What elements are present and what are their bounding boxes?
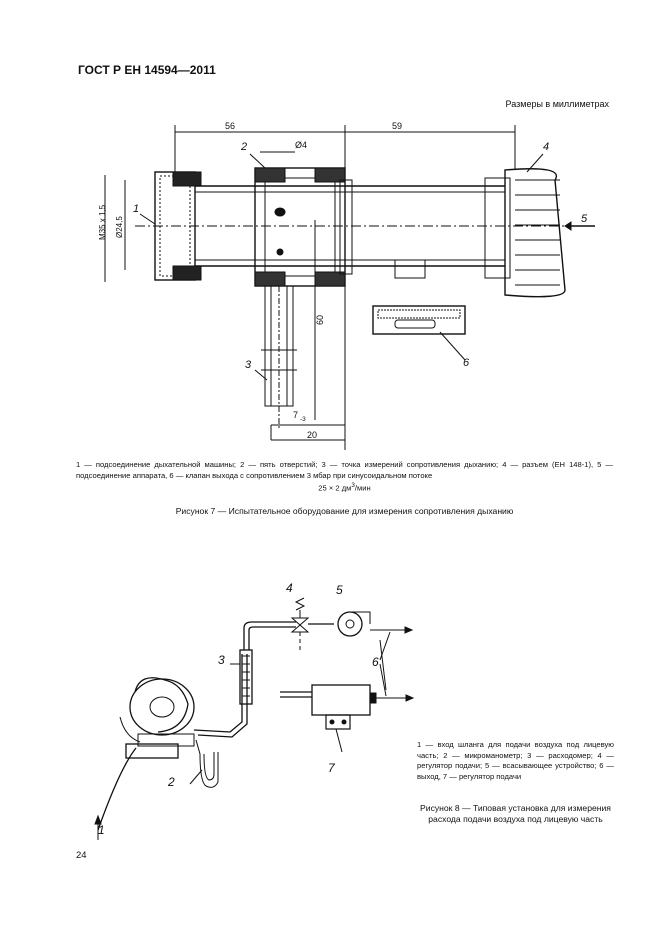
fig8-label-3: 3 [218, 653, 225, 667]
figure-8-drawing: 1 2 3 4 5 6 7 [94, 581, 415, 840]
figure-7-legend-flow: 25 × 2 дм [318, 483, 352, 493]
document-header: ГОСТ Р ЕН 14594—2011 [78, 63, 216, 77]
dim-m35-label: M35 x 1,5 [98, 204, 107, 240]
fig7-label-5: 5 [581, 213, 588, 225]
dim-60-label: 60 [315, 315, 325, 325]
figure-8-title: Рисунок 8 — Типовая установка для измере… [420, 803, 611, 825]
fig8-label-4: 4 [286, 581, 293, 595]
fig8-label-1: 1 [98, 823, 105, 837]
page-number: 24 [76, 850, 87, 861]
fig7-label-6: 6 [463, 357, 470, 369]
fig7-label-4: 4 [543, 141, 549, 153]
fig8-label-6: 6 [372, 655, 379, 669]
fig8-label-5: 5 [336, 583, 343, 597]
dim-56-label: 56 [225, 121, 235, 131]
fig7-label-1: 1 [133, 203, 139, 215]
dim-d245-label: Ø24,5 [115, 216, 124, 238]
figure-7-legend-flow-unit: /мин [354, 483, 371, 493]
fig7-label-3: 3 [245, 359, 252, 371]
figure-8-legend: 1 — вход шланга для подачи воздуха под л… [417, 740, 614, 781]
figure-7-drawing: 56 59 Ø4 60 7 -3 20 M35 x 1,5 Ø24,5 [98, 121, 595, 450]
units-note: Размеры в миллиметрах [505, 99, 609, 109]
figure-7-legend-text: 1 — подсоединение дыхательной машины; 2 … [76, 460, 613, 480]
fig8-label-2: 2 [167, 775, 175, 789]
fig7-label-2: 2 [240, 141, 247, 153]
dim-d4-label: Ø4 [295, 140, 307, 150]
dim-20-label: 20 [307, 430, 317, 440]
dim-7-sub: -3 [300, 416, 306, 423]
figure-7-legend-flow-sup: 3 [351, 482, 355, 489]
dim-7-label: 7 [293, 410, 298, 420]
fig8-label-7: 7 [328, 761, 336, 775]
figure-7-title: Рисунок 7 — Испытательное оборудование д… [175, 506, 514, 516]
figure-7-legend: 1 — подсоединение дыхательной машины; 2 … [76, 460, 613, 494]
dim-59-label: 59 [392, 121, 402, 131]
